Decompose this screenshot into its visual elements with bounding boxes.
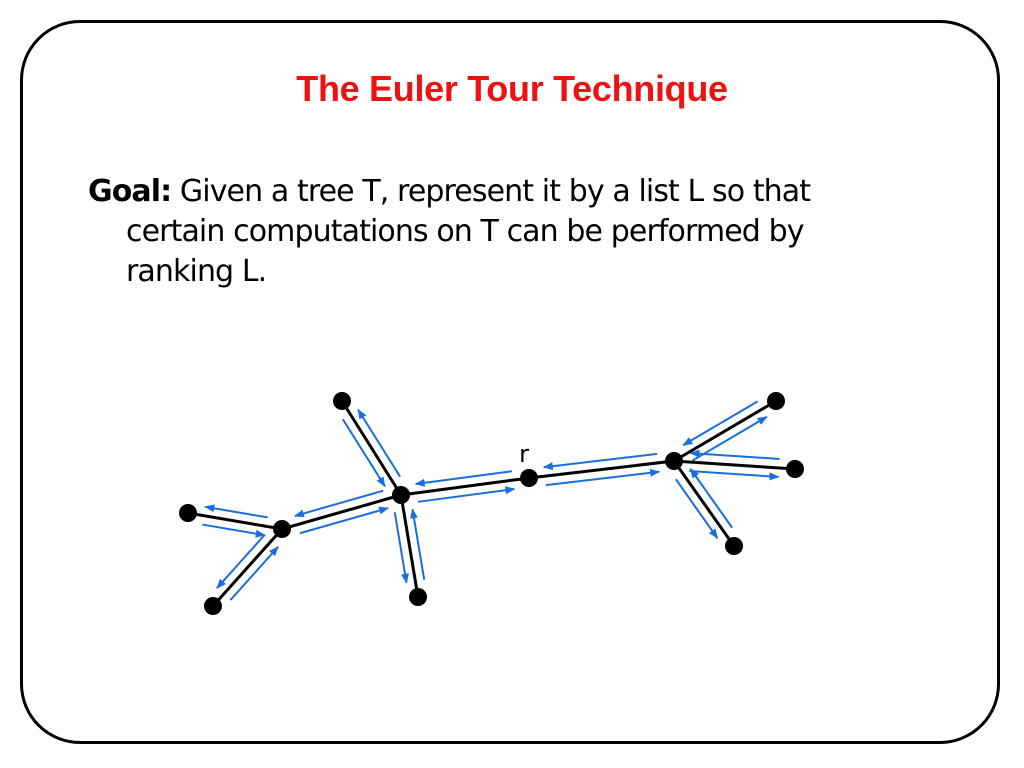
tree-node-g <box>409 588 427 606</box>
goal-text-line-2: certain computations on T can be perform… <box>126 214 804 249</box>
tree-node-root <box>520 469 538 487</box>
slide-title: The Euler Tour Technique <box>296 68 728 109</box>
tree-edge-b-j <box>672 460 736 547</box>
tour-arrow-a-to-r <box>417 486 516 503</box>
tree-edge-r-b <box>528 459 675 480</box>
goal-paragraph: Goal: Given a tree T, represent it by a … <box>88 172 888 292</box>
root-label: r <box>519 440 529 468</box>
tree-node-e <box>179 504 197 522</box>
tour-arrow-r-to-b <box>545 468 661 487</box>
tour-arrow-h-to-b <box>682 400 759 446</box>
tour-arrow-c-to-f <box>216 534 266 589</box>
tree-node-h <box>767 392 785 410</box>
goal-text-line-3: ranking L. <box>126 254 267 289</box>
tour-arrow-j-to-b <box>689 468 733 529</box>
goal-line-1: Goal: Given a tree T, represent it by a … <box>88 172 888 212</box>
tree-node-b <box>665 452 683 470</box>
tree-edge-b-h <box>673 399 777 463</box>
tour-arrow-d-to-a <box>342 418 386 488</box>
tree-nodes <box>179 392 804 615</box>
tour-arrow-a-to-g <box>393 512 409 584</box>
tree-edge-a-c <box>281 493 402 531</box>
tree-edge-c-f <box>211 527 284 608</box>
tour-arrow-c-to-e <box>204 504 268 519</box>
tour-arrow-r-to-a <box>414 470 513 487</box>
tour-arrow-b-to-j <box>675 478 719 539</box>
tree-edge-a-d <box>340 400 403 496</box>
tree-edge-c-e <box>187 511 283 531</box>
tour-arrow-b-to-r <box>542 452 658 471</box>
tour-arrow-a-to-c <box>293 489 384 518</box>
tour-arrow-c-to-a <box>299 506 390 535</box>
tree-node-f <box>204 597 222 615</box>
tree-edge-b-i <box>673 459 796 471</box>
tour-arrow-e-to-c <box>202 523 266 538</box>
tree-edges <box>187 399 796 608</box>
tree-edge-a-g <box>399 494 420 598</box>
tree-node-a <box>392 486 410 504</box>
tour-arrow-a-to-d <box>357 408 401 478</box>
tour-arrow-i-to-b <box>689 449 780 460</box>
tree-node-c <box>273 520 291 538</box>
tree-node-j <box>725 537 743 555</box>
tour-arrow-b-to-i <box>689 470 780 481</box>
goal-text-line-1: Given a tree T, represent it by a list L… <box>179 174 811 209</box>
tour-arrow-f-to-c <box>229 546 279 601</box>
tour-arrow-g-to-a <box>410 508 426 580</box>
euler-tour-arrows <box>202 400 780 601</box>
goal-label: Goal: <box>88 174 172 209</box>
tree-node-i <box>786 460 804 478</box>
tree-node-d <box>333 392 351 410</box>
slide-frame <box>20 20 1000 744</box>
tree-edge-r-a <box>400 476 530 497</box>
